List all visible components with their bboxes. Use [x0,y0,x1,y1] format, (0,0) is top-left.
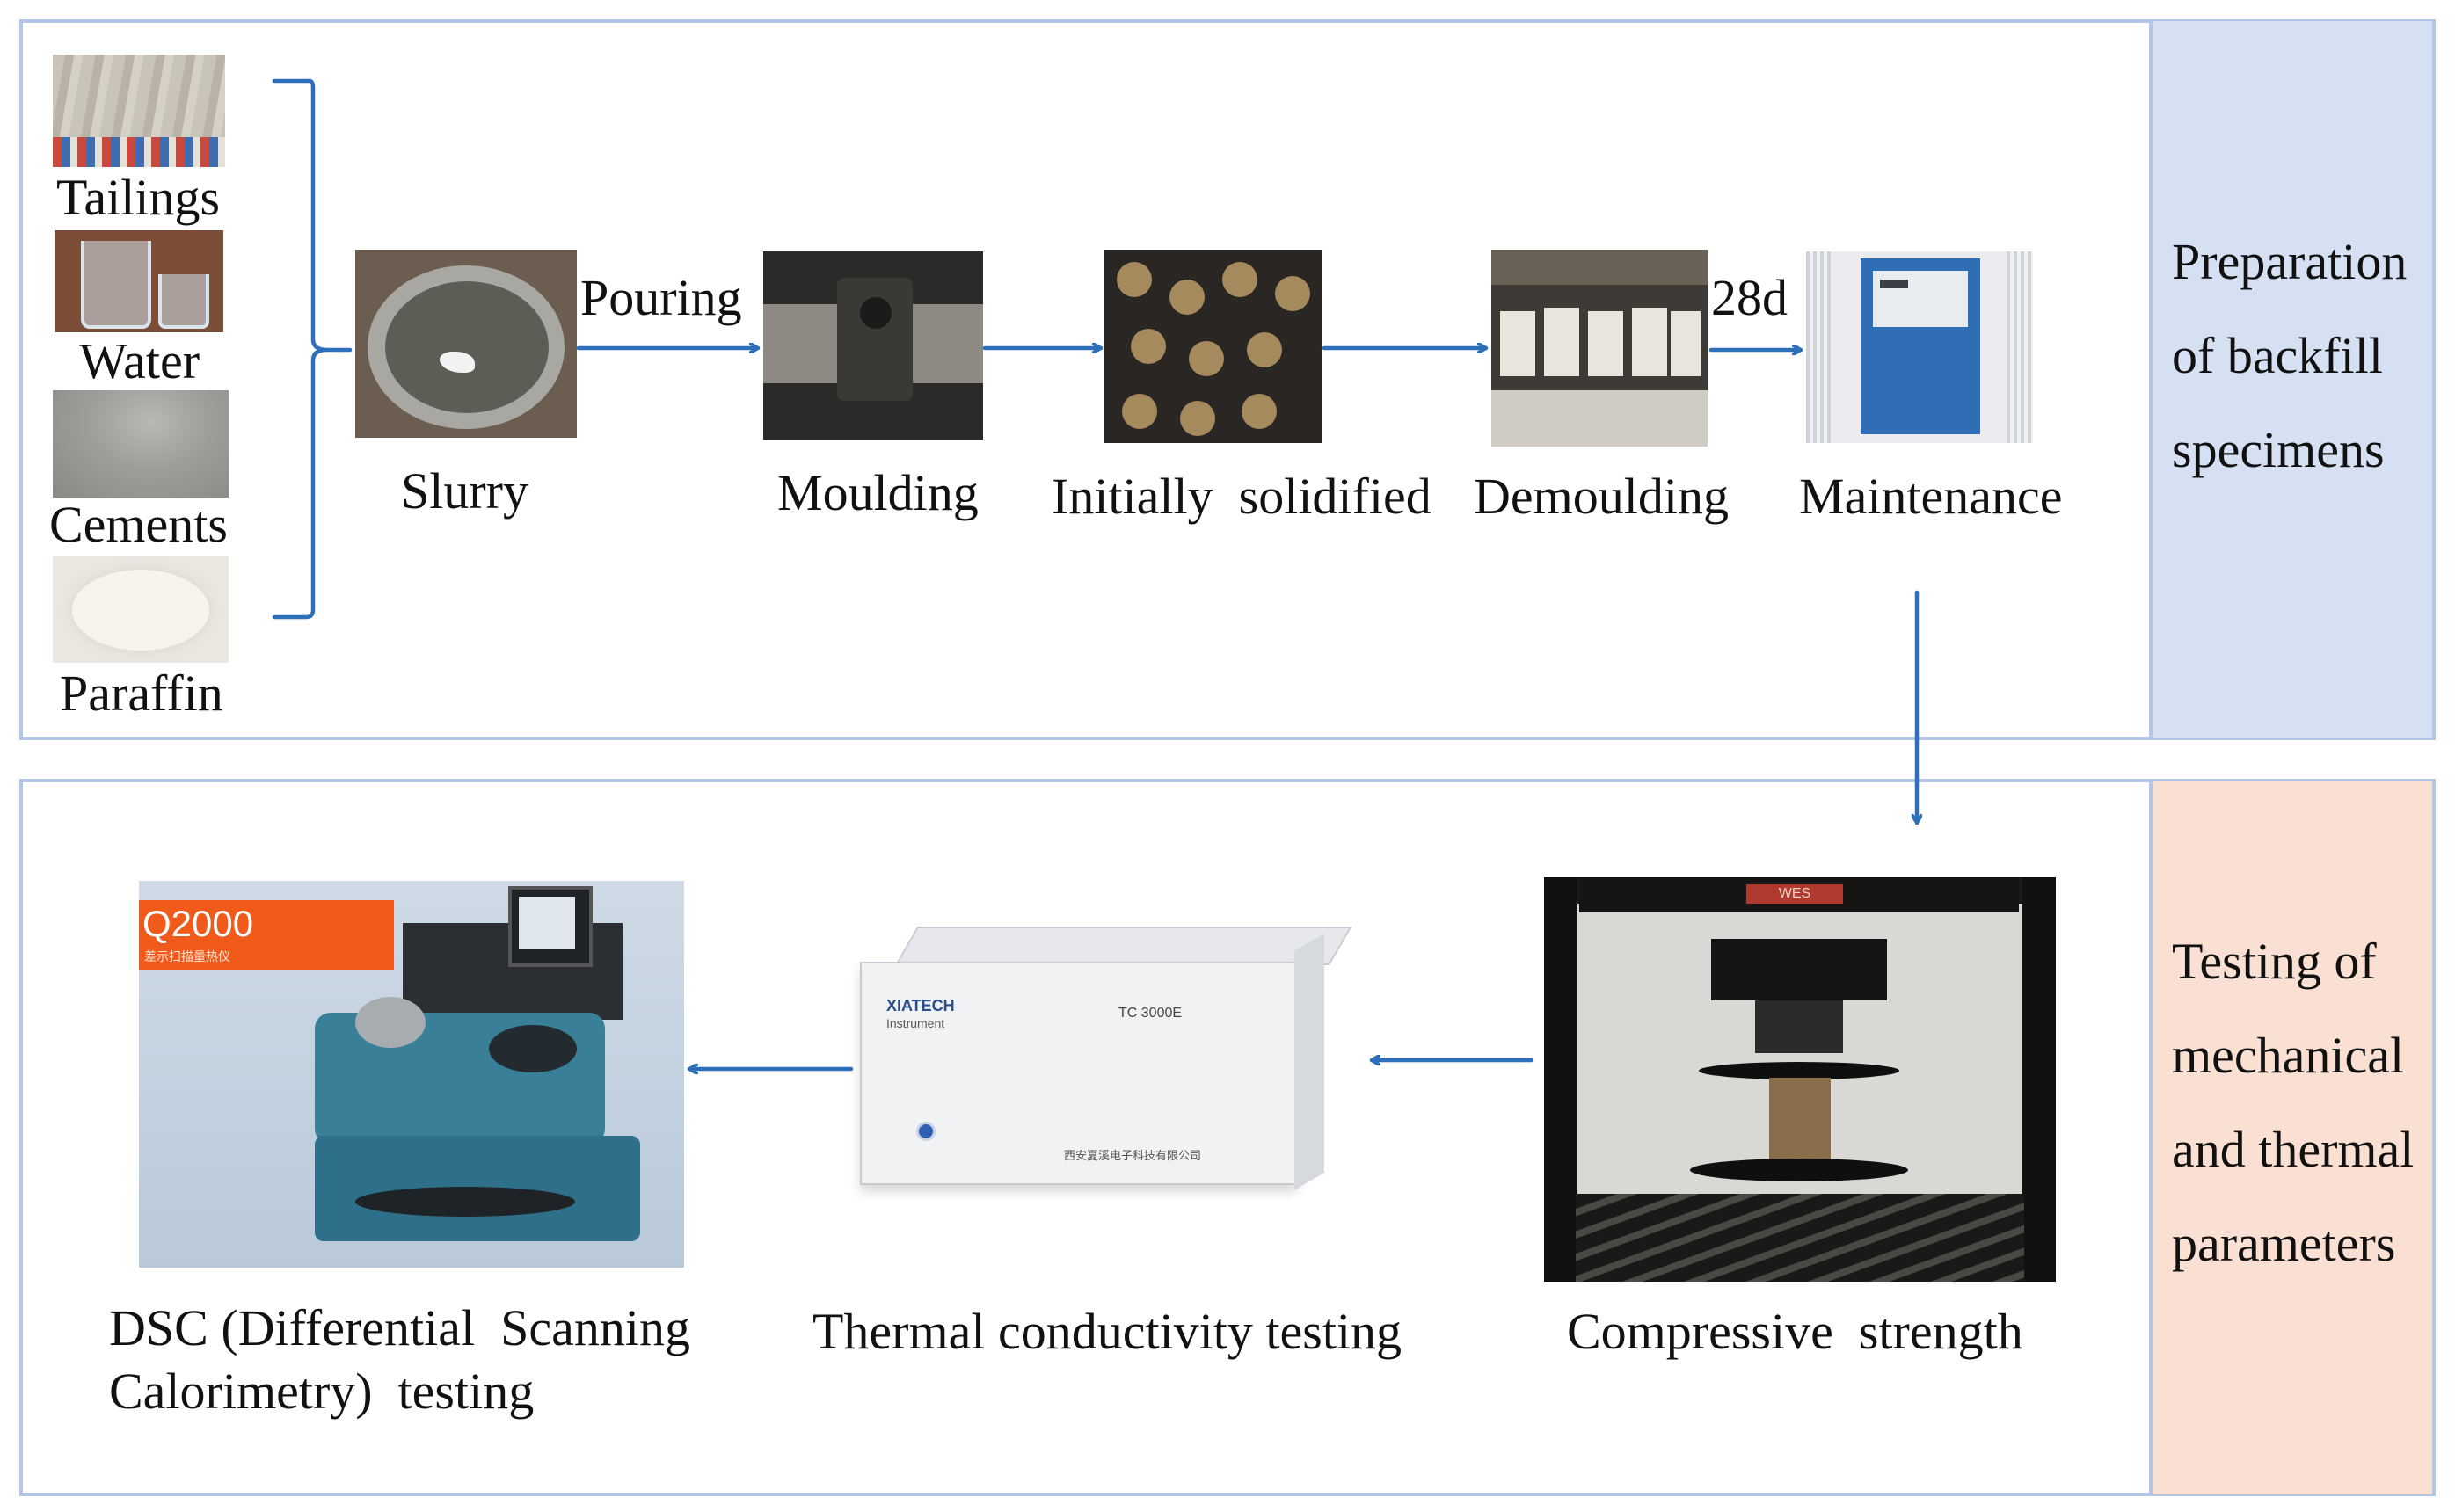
tc-brand: XIATECH [886,997,955,1014]
step-initially-solidified: Initially solidified [1052,468,1431,525]
test-thermal-conductivity: Thermal conductivity testing [812,1303,1402,1360]
tc-brand-sub: Instrument [886,1016,945,1030]
curing-days-label: 28d [1711,269,1788,326]
paraffin-photo [53,556,229,663]
testing-side-line-4: parameters [2172,1215,2396,1272]
moulding-photo [763,251,983,440]
dsc-subtitle: 差示扫描量热仪 [144,950,230,964]
preparation-side-label: Preparation of backfill specimens [2149,21,2432,738]
material-water: Water [79,332,200,389]
maintenance-photo [1806,251,2033,443]
test-dsc-line-2: Calorimetry) testing [109,1363,535,1420]
step-maintenance: Maintenance [1799,468,2063,525]
power-button[interactable] [916,1122,936,1141]
demoulding-photo [1491,250,1708,447]
slurry-photo [355,250,577,438]
dsc-model: Q2000 [142,903,254,944]
tc-model: TC 3000E [1118,1006,1183,1021]
initially-solidified-photo [1104,250,1322,443]
tc-maker: 西安夏溪电子科技有限公司 [1064,1150,1202,1163]
press-brand: WES [1746,884,1843,904]
step-demoulding: Demoulding [1474,468,1729,525]
dsc-instrument-photo: Q2000 差示扫描量热仪 [139,881,684,1268]
material-cements: Cements [49,496,228,553]
testing-side-label: Testing of mechanical and thermal parame… [2149,781,2432,1494]
materials-bracket [272,78,353,620]
material-paraffin: Paraffin [60,665,223,722]
step-slurry: Slurry [401,462,528,520]
test-compressive-strength: Compressive strength [1567,1303,2023,1360]
step-moulding: Moulding [777,464,979,521]
water-photo [55,230,223,332]
cements-photo [53,390,229,498]
preparation-side-line-1: Preparation [2172,233,2408,290]
thermal-conductivity-device: XIATECH Instrument TC 3000E 西安夏溪电子科技有限公司 [860,927,1352,1190]
compressive-machine-photo: WES [1544,877,2056,1282]
tailings-photo [53,55,225,167]
pouring-label: Pouring [580,269,742,326]
testing-side-line-1: Testing of [2172,933,2377,990]
test-dsc-line-1: DSC (Differential Scanning [109,1299,690,1356]
preparation-side-line-2: of backfill [2172,327,2383,384]
material-tailings: Tailings [56,169,221,226]
testing-side-line-3: and thermal [2172,1121,2415,1178]
testing-side-line-2: mechanical [2172,1027,2405,1084]
preparation-side-line-3: specimens [2172,421,2385,478]
